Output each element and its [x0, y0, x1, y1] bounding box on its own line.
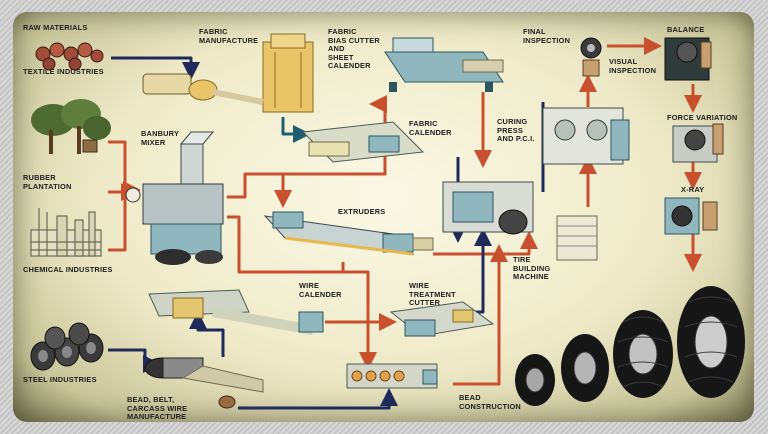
- chemical-plant-icon: [30, 208, 102, 257]
- label-visual-inspection: VISUAL INSPECTION: [609, 57, 657, 75]
- label-extruders: EXTRUDERS: [338, 207, 386, 216]
- bias-cutter-machine: [384, 37, 504, 92]
- final-inspection-station: [580, 37, 602, 77]
- label-fabric-manufacture: FABRIC MANUFACTURE: [199, 27, 259, 45]
- curing-press-machine: [542, 107, 630, 165]
- label-bead-construction: BEAD CONSTRUCTION: [459, 393, 521, 411]
- label-fabric-calender: FABRIC CALENDER: [409, 119, 452, 137]
- wire-calender-machine: [148, 289, 324, 335]
- label-x-ray: X-RAY: [681, 185, 705, 194]
- label-textile-industries: TEXTILE INDUSTRIES: [23, 67, 104, 76]
- label-bead-belt-manufacture: BEAD, BELT, CARCASS WIRE MANUFACTURE: [127, 395, 188, 422]
- wire-treatment-cutter-machine: [389, 301, 495, 337]
- label-steel-industries: STEEL INDUSTRIES: [23, 375, 97, 384]
- x-ray-machine: [664, 197, 718, 235]
- balance-machine: [664, 37, 712, 81]
- fabric-calender-machine: [301, 121, 425, 163]
- banbury-mixer-machine: [125, 131, 224, 265]
- finished-tires-icon: [515, 286, 745, 406]
- tire-manufacturing-process-diagram: RAW MATERIALS TEXTILE INDUSTRIES RUBBER …: [13, 12, 754, 422]
- label-balance: BALANCE: [667, 25, 705, 34]
- extruders-machine: [263, 211, 434, 256]
- tire-building-machine: [442, 181, 598, 261]
- label-wire-calender: WIRE CALENDER: [299, 281, 342, 299]
- rubber-tree-icon: [31, 99, 111, 154]
- bead-construction-machine: [346, 363, 438, 389]
- fabric-roll-bales-icon: [35, 42, 104, 71]
- label-chemical-industries: CHEMICAL INDUSTRIES: [23, 265, 113, 274]
- label-wire-treatment-cutter: WIRE TREATMENT CUTTER: [409, 281, 456, 308]
- label-tire-building-machine: TIRE BUILDING MACHINE: [513, 255, 551, 282]
- label-force-variation: FORCE VARIATION: [667, 113, 738, 122]
- label-rubber-plantation: RUBBER PLANTATION: [23, 173, 72, 191]
- fabric-manufacture-machine: [142, 33, 314, 113]
- label-raw-materials: RAW MATERIALS: [23, 23, 88, 32]
- label-banbury-mixer: BANBURY MIXER: [141, 129, 180, 147]
- force-variation-machine: [672, 123, 724, 163]
- label-fabric-bias-cutter: FABRIC BIAS CUTTER AND SHEET CALENDER: [328, 27, 380, 71]
- steel-coils-icon: [30, 322, 104, 371]
- label-curing-press: CURING PRESS AND P.C.I.: [497, 117, 535, 144]
- diagram-graphics: [30, 33, 745, 410]
- bead-belt-machine: [144, 357, 264, 409]
- label-final-inspection: FINAL INSPECTION: [523, 27, 571, 45]
